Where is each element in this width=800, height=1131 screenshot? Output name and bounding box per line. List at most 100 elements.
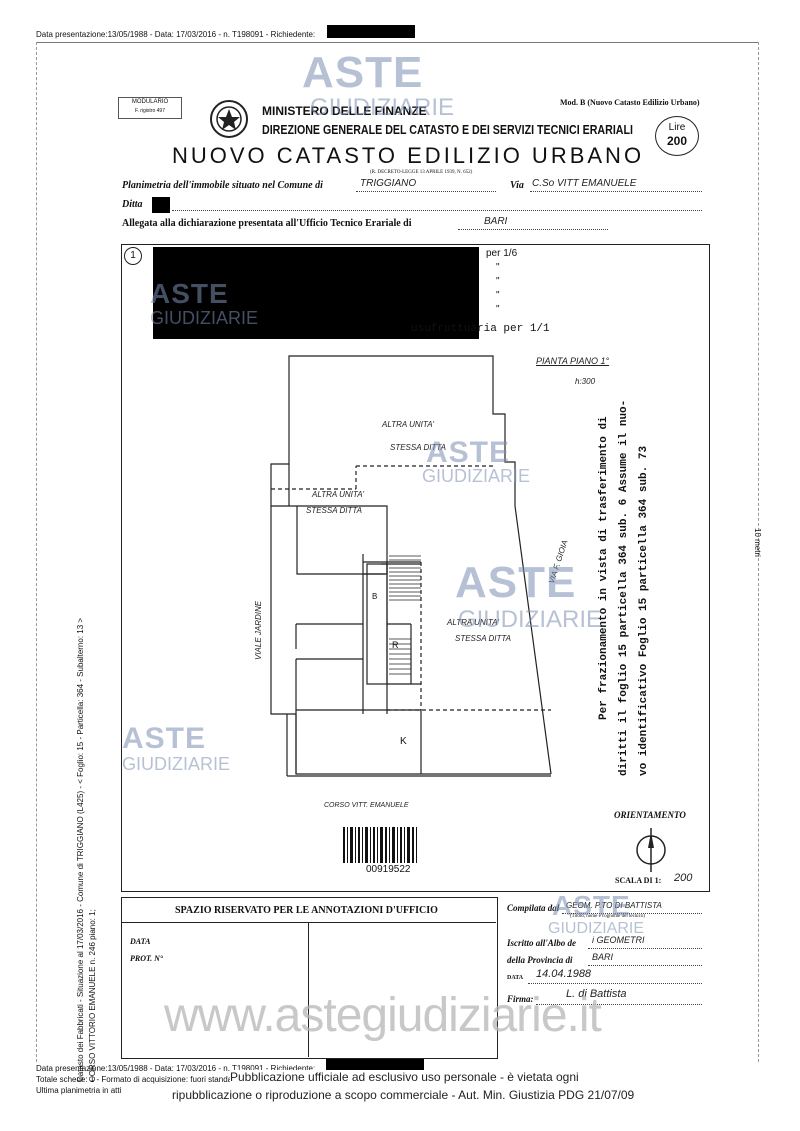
compilata-value: GEOM. P.TO DI BATTISTA	[566, 901, 662, 910]
data2-label: DATA	[507, 975, 524, 981]
room-k: K	[400, 736, 407, 747]
pianta-scale: h:300	[575, 377, 596, 386]
via-dots	[530, 191, 702, 192]
pianta-label: PIANTA PIANO 1°	[536, 356, 610, 366]
ownership-lines: per 1/6 " " " "	[486, 247, 517, 317]
provincia-label: della Provincia di	[507, 955, 573, 965]
footer-line3: Ultima planimetria in atti	[36, 1086, 122, 1095]
provincia-value: BARI	[592, 952, 614, 962]
floor-plan-drawing	[270, 355, 666, 872]
form-border	[36, 42, 758, 1063]
watermark-giudiziarie-2: GIUDIZIARIE	[150, 308, 259, 328]
form-border-left	[36, 42, 38, 1062]
republic-emblem-icon	[210, 100, 248, 138]
ministero-label: MINISTERO DELLE FINANZE	[262, 104, 427, 118]
form-border-right	[758, 42, 760, 1062]
sheet-number: 1	[124, 247, 142, 265]
firma-signature: L. di Battista	[566, 988, 627, 1000]
watermark-giudiziarie-5: GIUDIZIARIE	[122, 754, 231, 774]
room-stessa-ditta-3: STESSA DITTA	[455, 634, 512, 643]
orientamento-label: ORIENTAMENTO	[614, 810, 686, 820]
firma-dots	[536, 1004, 702, 1005]
footer-line1: Data presentazione:13/05/1988 - Data: 17…	[36, 1064, 316, 1073]
compilata-label: Compilata dal	[507, 903, 560, 913]
compilata-sub: (Titolo, nome e cognome del tecnico)	[570, 914, 646, 919]
header-data-line: Data presentazione:13/05/1988 - Data: 17…	[36, 30, 316, 39]
redaction-footer	[326, 1059, 424, 1072]
room-b: B	[372, 592, 378, 601]
side-text-line2: CORSO VITTORIO EMANUELE n. 246 piano: 1;	[88, 909, 97, 1082]
ditta-dots	[172, 210, 702, 211]
redaction-owners	[153, 247, 479, 339]
ownership-line: "	[496, 304, 500, 315]
watermark-aste-3: ASTE	[426, 436, 511, 469]
allegata-label: Allegata alla dichiarazione presentata a…	[122, 218, 412, 229]
lire-label: Lire	[668, 122, 686, 133]
watermark-giudiziarie-6: GIUDIZIARIE	[548, 920, 645, 937]
plan-wall	[270, 371, 388, 575]
iscritto-dots	[588, 948, 702, 949]
via-label: Via	[510, 180, 524, 191]
room-altra-unita-1: ALTRA UNITA'	[382, 420, 435, 429]
lire-value: 200	[666, 134, 688, 148]
iscritto-label: Iscritto all'Albo de	[507, 938, 577, 948]
watermark-giudiziarie-1: GIUDIZIARIE	[310, 94, 455, 121]
data2-value: 14.04.1988	[536, 968, 592, 980]
watermark-aste-2: ASTE	[150, 278, 229, 309]
ufficio-value: BARI	[484, 216, 508, 227]
via-value: C.So VITT EMANUELE	[532, 178, 637, 189]
footer-notice-1: Pubblicazione ufficiale ad esclusivo uso…	[230, 1070, 579, 1084]
footer-line2: Totale schede: 1 - Formato di acquisizio…	[36, 1075, 240, 1084]
comune-value: TRIGGIANO	[360, 178, 417, 189]
iscritto-value: i GEOMETRI	[592, 935, 645, 945]
ditta-label: Ditta	[122, 199, 143, 210]
watermark-giudiziarie-4: GIUDIZIARIE	[458, 606, 603, 633]
modulario-sub: F. rigistro 497	[134, 108, 165, 114]
side-text-line1: Catasto dei Fabbricati - Situazione al 1…	[76, 617, 85, 1082]
modulario-label: MODULARIO	[131, 99, 169, 105]
right-margin-scale: 10 metri	[753, 528, 762, 557]
room-altra-unita-3: ALTRA UNITA'	[447, 618, 500, 627]
room-r: R	[392, 640, 399, 650]
watermark-aste-5: ASTE	[122, 722, 207, 755]
comune-dots	[356, 191, 496, 192]
office-prot-label: PROT. N°	[130, 954, 164, 963]
ownership-line: "	[496, 276, 500, 287]
redaction-ditta	[152, 197, 170, 213]
viale-label: VIALE JARDINE	[254, 600, 263, 660]
plan-frame	[121, 244, 710, 892]
direzione-label: DIREZIONE GENERALE DEL CATASTO E DEI SER…	[262, 122, 633, 137]
frazionamento-line-2: diritti il foglio 15 particella 364 sub.…	[618, 399, 630, 776]
decreto-label: (R. DECRETO-LEGGE 13 APRILE 1939, N. 652…	[370, 170, 473, 175]
scala-label: SCALA DI 1:	[615, 876, 662, 885]
watermark-aste-1: ASTE	[302, 48, 424, 97]
data2-dots	[528, 983, 702, 984]
firma-label: Firma:	[507, 994, 534, 1004]
spazio-label: SPAZIO RISERVATO PER LE ANNOTAZIONI D'UF…	[175, 905, 438, 916]
redaction-richiedente	[327, 25, 415, 38]
ownership-line: per 1/6	[486, 248, 518, 259]
lire-stamp: Lire 200	[655, 116, 699, 156]
room-stessa-ditta-1: STESSA DITTA	[390, 443, 447, 452]
ufficio-dots	[458, 229, 608, 230]
footer-notice-2: ripubblicazione o riproduzione a scopo c…	[172, 1088, 635, 1102]
office-box	[121, 897, 498, 1059]
ownership-line: "	[496, 290, 500, 301]
provincia-dots	[588, 965, 702, 966]
modulario-box: MODULARIO F. rigistro 497	[118, 97, 182, 119]
usufrutto-label: usufruttuaria per 1/1	[411, 323, 550, 335]
watermark-aste-6: ASTE	[552, 890, 631, 921]
corso-label: CORSO VITT. EMANUELE	[324, 802, 409, 809]
office-data-label: DATA	[130, 937, 151, 946]
room-altra-unita-2: ALTRA UNITA'	[312, 490, 365, 499]
watermark-aste-4: ASTE	[455, 558, 577, 607]
mod-b-label: Mod. B (Nuovo Catasto Edilizio Urbano)	[560, 98, 700, 107]
room-stessa-ditta-2: STESSA DITTA	[306, 506, 363, 515]
ownership-line: "	[496, 262, 500, 273]
watermark-site: www.astegiudiziarie.it	[164, 989, 602, 1042]
watermark-giudiziarie-3: GIUDIZIARIE	[422, 466, 531, 486]
frazionamento-line-3: vo identificativo Foglio 15 particella 3…	[638, 445, 650, 776]
form-title: NUOVO CATASTO EDILIZIO URBANO	[172, 143, 645, 168]
compilata-dots	[562, 913, 702, 914]
